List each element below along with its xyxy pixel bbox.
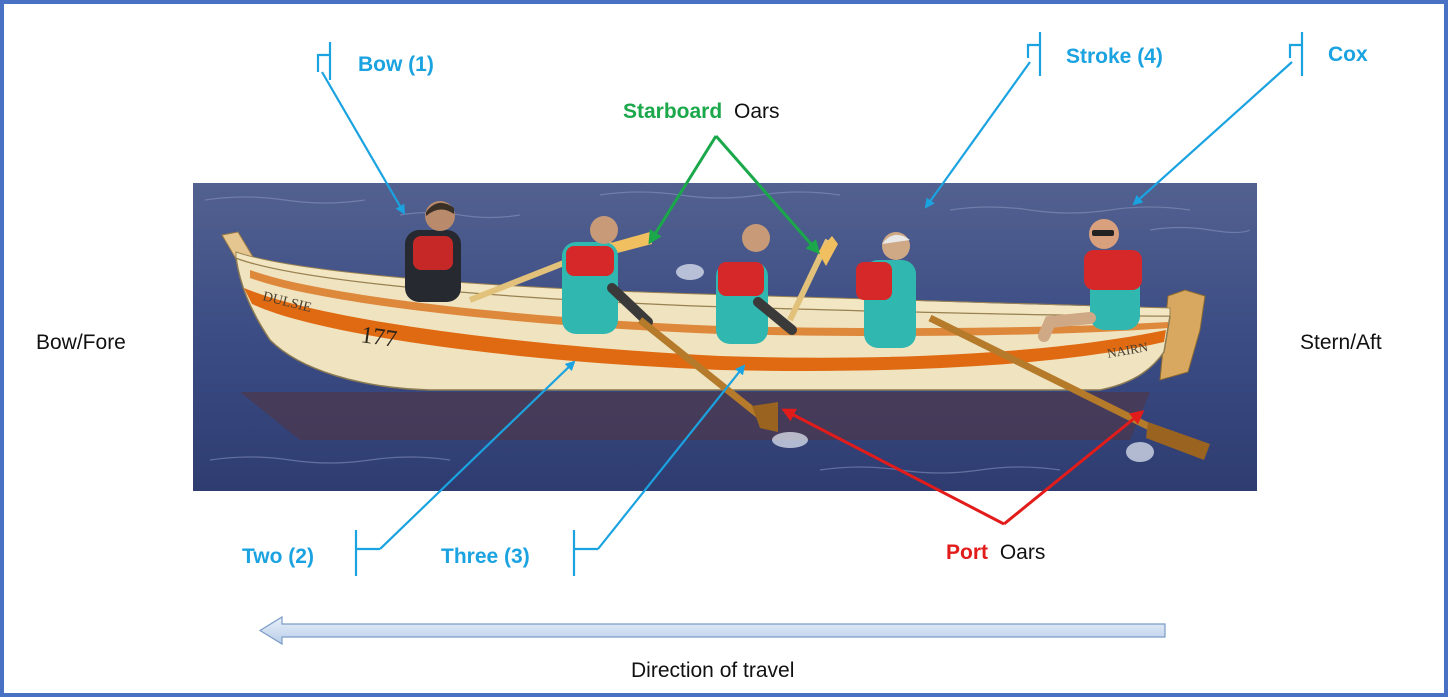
starboard-arrow-left: [648, 135, 718, 245]
boat-reflection: [240, 392, 1150, 440]
rower-three: [716, 224, 797, 344]
legs: [1038, 312, 1096, 342]
sunglasses: [1092, 230, 1114, 236]
head: [590, 216, 618, 244]
seat-callouts: [316, 32, 1304, 576]
cox-person: [1038, 219, 1142, 342]
seat-three-arrow: [597, 364, 746, 550]
starboard-oar-2-blade: [818, 236, 838, 266]
boat-number: 177: [359, 322, 398, 353]
stroke-seat-bracket: [1026, 32, 1042, 76]
port-oars-label: Port Oars: [946, 541, 1045, 564]
seat-two-label: Two (2): [242, 545, 314, 568]
port-arrow-right: [1003, 410, 1145, 526]
life-jacket: [1084, 250, 1142, 290]
bow-fore-label: Bow/Fore: [36, 331, 126, 354]
life-jacket: [856, 262, 892, 300]
arm: [753, 297, 797, 335]
life-jacket: [413, 236, 453, 270]
stern-post: [1159, 289, 1206, 381]
port-oar-2-blade: [1146, 422, 1210, 460]
port-oar-1: [637, 317, 773, 427]
boat-photo: DULSIE 177 NAIRN: [193, 183, 1257, 491]
head: [742, 224, 770, 252]
boat-name-stern: NAIRN: [1106, 339, 1150, 361]
life-jacket: [718, 262, 764, 296]
hair: [882, 234, 910, 244]
port-oar-1-blade: [752, 402, 778, 432]
splashes: [676, 264, 1154, 462]
starboard-oars-label: Starboard Oars: [623, 100, 780, 123]
hull-stripe: [244, 288, 1166, 371]
cox-label: Cox: [1328, 43, 1368, 66]
stroke-seat-label: Stroke (4): [1066, 45, 1163, 68]
starboard-arrows: [648, 135, 820, 255]
stern-aft-label: Stern/Aft: [1300, 331, 1382, 354]
starboard-oars-word: Oars: [734, 100, 780, 123]
hull-stripe-inner: [250, 270, 1168, 336]
bow-seat-label: Bow (1): [358, 53, 434, 76]
seat-three-label: Three (3): [441, 545, 530, 568]
water-ripples: [204, 191, 1251, 474]
bow-seat-bracket: [316, 42, 332, 80]
seat-two-bracket: [354, 530, 380, 576]
rower-stroke: [856, 232, 916, 348]
bow-seat-arrow: [321, 71, 406, 215]
direction-arrow: [258, 615, 1166, 646]
seat-two-arrow: [379, 360, 576, 550]
direction-label: Direction of travel: [631, 659, 794, 682]
rower-bow: [405, 201, 461, 302]
port-word: Port: [946, 541, 988, 564]
starboard-arrow-right: [714, 135, 820, 255]
cox-arrow: [1132, 61, 1293, 206]
stroke-seat-arrow: [924, 61, 1031, 209]
seat-three-bracket: [572, 530, 598, 576]
hair: [426, 202, 454, 216]
rower-two: [562, 216, 653, 334]
cox-bracket: [1288, 32, 1304, 76]
port-oars: [637, 314, 1210, 460]
port-oars-word: Oars: [1000, 541, 1046, 564]
arm: [607, 283, 653, 327]
port-arrows: [781, 408, 1145, 526]
life-jacket: [566, 246, 614, 276]
port-arrow-left: [781, 408, 1005, 526]
starboard-word: Starboard: [623, 100, 722, 123]
